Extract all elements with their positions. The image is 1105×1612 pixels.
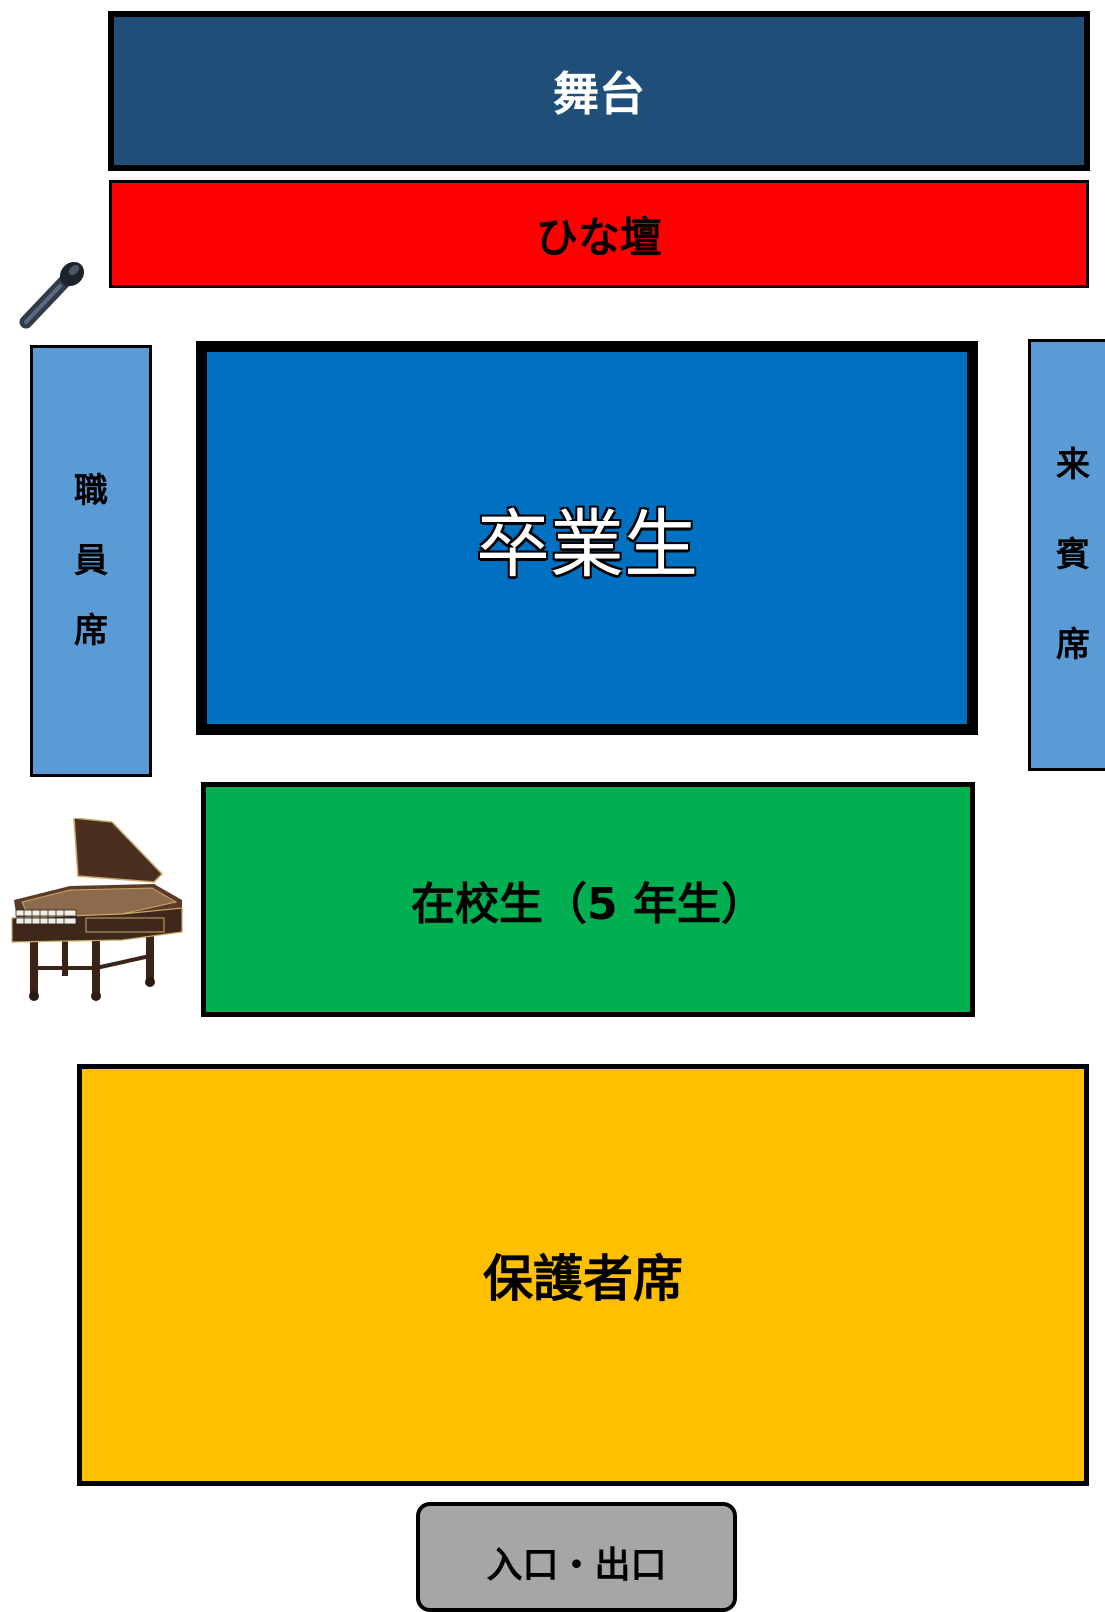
entrance-exit: 入口・出口 xyxy=(416,1502,737,1612)
hinadan-area: ひな壇 xyxy=(109,180,1089,288)
stage-label: 舞台 xyxy=(553,67,645,121)
entrance-exit-label: 入口・出口 xyxy=(486,1545,667,1586)
staff-seats-char: 席 xyxy=(74,611,108,651)
guest-seats-char: 賓 xyxy=(1056,535,1090,575)
guest-seats-char: 来 xyxy=(1056,445,1090,485)
graduates-label: 卒業生 xyxy=(476,501,698,588)
parents-seats-label: 保護者席 xyxy=(483,1250,683,1308)
stage-area: 舞台 xyxy=(108,11,1090,171)
harpsichord-icon xyxy=(11,818,183,1001)
current-students-label: 在校生（5 年生） xyxy=(411,878,765,930)
microphone-icon xyxy=(19,261,85,329)
parents-seats: 保護者席 xyxy=(77,1064,1089,1486)
guest-seats: 来 賓 席 xyxy=(1028,339,1105,771)
graduates-area: 卒業生 xyxy=(196,341,978,735)
hinadan-label: ひな壇 xyxy=(535,212,662,262)
staff-seats: 職 員 席 xyxy=(30,345,152,777)
current-students-area: 在校生（5 年生） xyxy=(201,782,975,1017)
staff-seats-char: 職 xyxy=(74,471,108,511)
guest-seats-char: 席 xyxy=(1056,625,1090,665)
staff-seats-char: 員 xyxy=(74,541,108,581)
